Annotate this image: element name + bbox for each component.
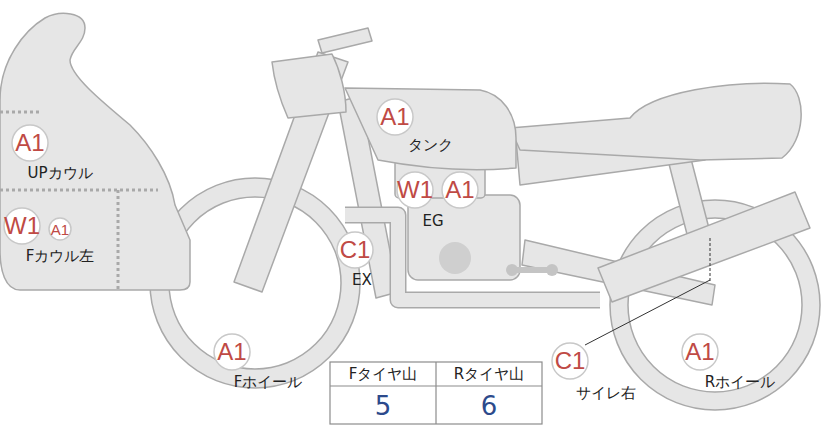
muffler xyxy=(598,192,810,302)
damage-code: A1 xyxy=(48,217,72,241)
circle-shape xyxy=(552,343,588,379)
part-label: 6 xyxy=(481,393,498,419)
footpeg-end xyxy=(506,264,518,276)
damage-code: W1 xyxy=(3,207,41,245)
damage-code: A1 xyxy=(681,333,719,371)
damage-code: A1 xyxy=(11,124,49,162)
part-label: サイレ右 xyxy=(576,386,636,401)
table-rule xyxy=(435,362,436,424)
damage-code-circle: W1 xyxy=(396,171,434,209)
damage-code: C1 xyxy=(551,342,589,380)
damage-code-circle: A1 xyxy=(376,98,414,136)
exhaust-pipe xyxy=(345,215,600,300)
circle-shape xyxy=(442,172,478,208)
fuel-tank xyxy=(345,88,516,170)
part-label: UPカウル xyxy=(27,166,92,181)
front-cowl xyxy=(0,13,190,290)
damage-code-circle: C1 xyxy=(551,342,589,380)
part-label: タンク xyxy=(408,138,453,153)
tread-table xyxy=(330,362,542,424)
circle-shape xyxy=(214,334,250,370)
seat xyxy=(510,83,801,160)
circle-shape xyxy=(377,99,413,135)
damage-code-circle: A1 xyxy=(11,124,49,162)
circle-shape xyxy=(337,232,373,268)
part-label: Fホイール xyxy=(234,375,303,390)
cowl-divider xyxy=(117,190,120,290)
part-label: Rタイヤ山 xyxy=(454,367,524,382)
damage-code-circle: W1 xyxy=(3,207,41,245)
damage-code-circle: A1 xyxy=(681,333,719,371)
damage-code: A1 xyxy=(441,171,479,209)
damage-code: C1 xyxy=(336,231,374,269)
circle-shape xyxy=(12,125,48,161)
part-label: 5 xyxy=(375,393,392,419)
damage-code: A1 xyxy=(376,98,414,136)
part-label: Fタイヤ山 xyxy=(349,367,418,382)
handlebar xyxy=(318,28,372,53)
damage-code-circle: C1 xyxy=(336,231,374,269)
circle-shape xyxy=(682,334,718,370)
part-label: Rホイール xyxy=(705,375,775,390)
exhaust-pipe-outline xyxy=(345,215,600,300)
footpeg-end xyxy=(546,264,558,276)
damage-code: A1 xyxy=(213,333,251,371)
circle-shape xyxy=(49,218,71,240)
damage-code-circle: A1 xyxy=(48,217,72,241)
damage-code: W1 xyxy=(396,171,434,209)
cowl-divider xyxy=(0,111,40,114)
leader-line xyxy=(710,238,711,282)
leader-line xyxy=(585,280,710,345)
part-label: EX xyxy=(352,273,372,288)
part-label: EG xyxy=(422,214,443,229)
circle-shape xyxy=(397,172,433,208)
damage-code-circle: A1 xyxy=(441,171,479,209)
circle-shape xyxy=(4,208,40,244)
cowl-divider xyxy=(0,189,158,192)
damage-code-circle: A1 xyxy=(213,333,251,371)
front-fork xyxy=(234,52,348,292)
headlight xyxy=(272,54,346,118)
part-label: Fカウル左 xyxy=(26,249,95,264)
engine-cover xyxy=(439,242,471,274)
